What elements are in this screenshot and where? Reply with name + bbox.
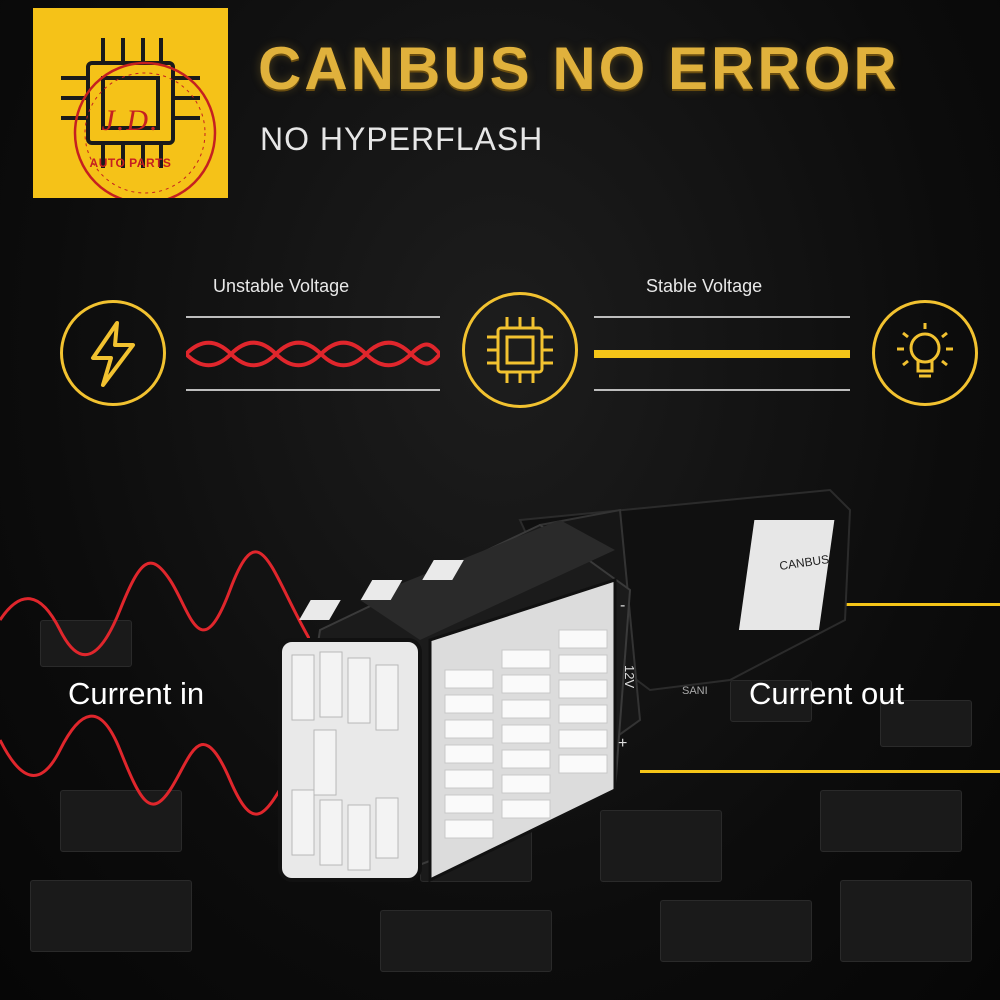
bulb-icon bbox=[897, 323, 953, 378]
lightning-circle bbox=[60, 300, 166, 406]
divider-line bbox=[186, 389, 440, 391]
plus-mark: + bbox=[618, 735, 627, 752]
logo-initials: J.D. bbox=[101, 104, 160, 137]
unstable-voltage-wave bbox=[186, 340, 440, 368]
divider-line bbox=[594, 316, 850, 318]
minus-mark: - bbox=[620, 597, 625, 614]
brand-logo: J.D. AUTO PARTS bbox=[33, 8, 228, 198]
current-out-line-top bbox=[830, 603, 1000, 606]
stable-voltage-line bbox=[594, 350, 850, 358]
unstable-voltage-label: Unstable Voltage bbox=[213, 276, 350, 296]
logo-text: AUTO PARTS bbox=[89, 156, 172, 170]
current-out-label: Current out bbox=[749, 676, 905, 711]
bulb-circle bbox=[872, 300, 978, 406]
led-bulb-image: CANBUS 12V + - SANI bbox=[278, 488, 852, 883]
brand-mark: SANI bbox=[682, 685, 708, 697]
chip-circle bbox=[462, 292, 578, 408]
voltage-mark: 12V bbox=[622, 665, 637, 688]
divider-line bbox=[186, 316, 440, 318]
headline: CANBUS NO ERROR bbox=[258, 35, 900, 102]
current-out-line-bottom bbox=[640, 770, 1000, 773]
divider-line bbox=[594, 389, 850, 391]
stable-voltage-label: Stable Voltage bbox=[646, 276, 763, 296]
circuit-board-background bbox=[0, 560, 1000, 1000]
subheadline: NO HYPERFLASH bbox=[260, 121, 544, 157]
lightning-icon bbox=[91, 321, 135, 387]
current-in-wave bbox=[0, 550, 310, 816]
chip-icon bbox=[61, 38, 217, 198]
chip-icon bbox=[487, 317, 553, 383]
current-in-label: Current in bbox=[68, 676, 205, 711]
canbus-mark: CANBUS bbox=[778, 552, 829, 573]
